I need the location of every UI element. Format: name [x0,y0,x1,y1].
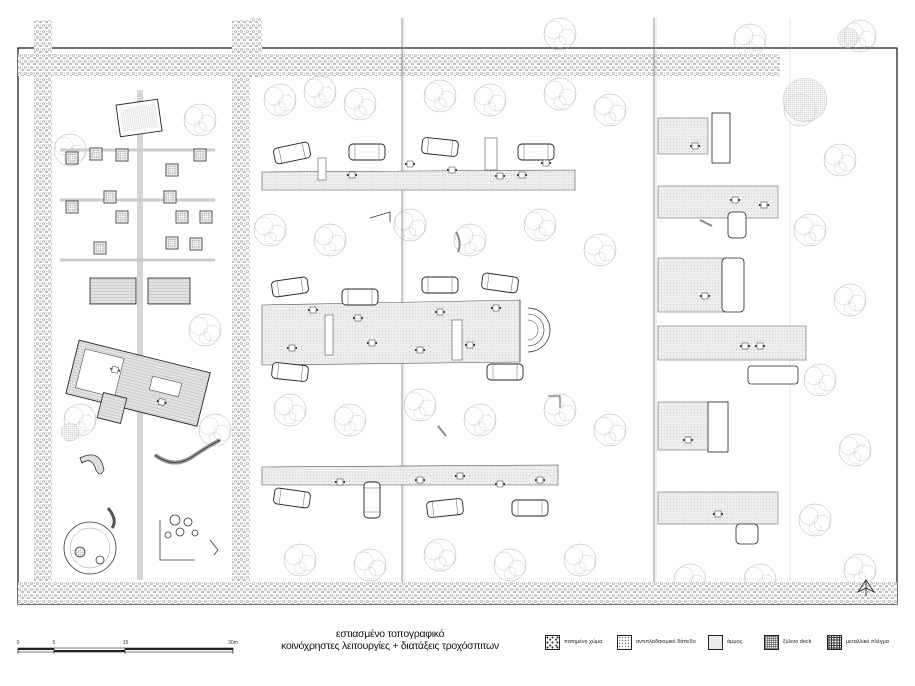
legend-item-wood-deck: ξύλινο deck [764,634,811,650]
legend-item-packed-earth: πατημένο χώμα [545,634,602,650]
scale-bar: 0 5 15 30m [14,640,244,660]
legend-swatch [617,634,632,650]
north-arrow-icon [856,579,876,596]
scale-tick-label: 5 [52,640,56,646]
community-deck [65,339,211,427]
legend-swatch [764,634,779,650]
legend-item-sand: άμμος [708,634,742,650]
scale-bar-graphic [17,647,234,654]
legend-swatch [708,634,723,650]
legend-label: μεταλλικό πλέγμα [846,639,889,645]
scale-tick-label: 0 [16,640,20,646]
playground-area [63,438,221,575]
legend-label: ξύλινο deck [783,639,812,645]
title-line-2: κοινόχρηστες λειτουργίες + διατάξεις τρο… [281,640,499,652]
gravel-roads [18,18,897,604]
caravan-units-east [657,112,807,545]
cabins-cluster [65,98,213,305]
canopy-circle [782,77,828,123]
material-legend: πατημένο χώμα αντιπλαδαιομικό δάπεδο άμμ… [545,634,905,654]
legend-swatch [545,634,560,650]
legend-swatch [827,634,842,650]
legend-item-metal-mesh: μεταλλικό πλέγμα [827,634,889,650]
legend-label: αντιπλαδαιομικό δάπεδο [636,639,696,645]
legend-label: άμμος [727,639,743,645]
scale-tick-label: 15 [122,640,129,646]
caravan-strip-south [261,464,559,519]
title-line-1: εστιασμένο τοπογραφικό [335,628,445,640]
caravan-strip-north [261,136,576,191]
left-pedestrian-path [60,90,215,580]
caravan-strip-central [261,272,551,383]
legend-item-permeable-floor: αντιπλαδαιομικό δάπεδο [617,634,696,650]
legend-label: πατημένο χώμα [564,639,603,645]
drawing-title: εστιασμένο τοπογραφικό κοινόχρηστες λειτ… [270,628,510,652]
scale-tick-label: 30m [228,640,238,646]
